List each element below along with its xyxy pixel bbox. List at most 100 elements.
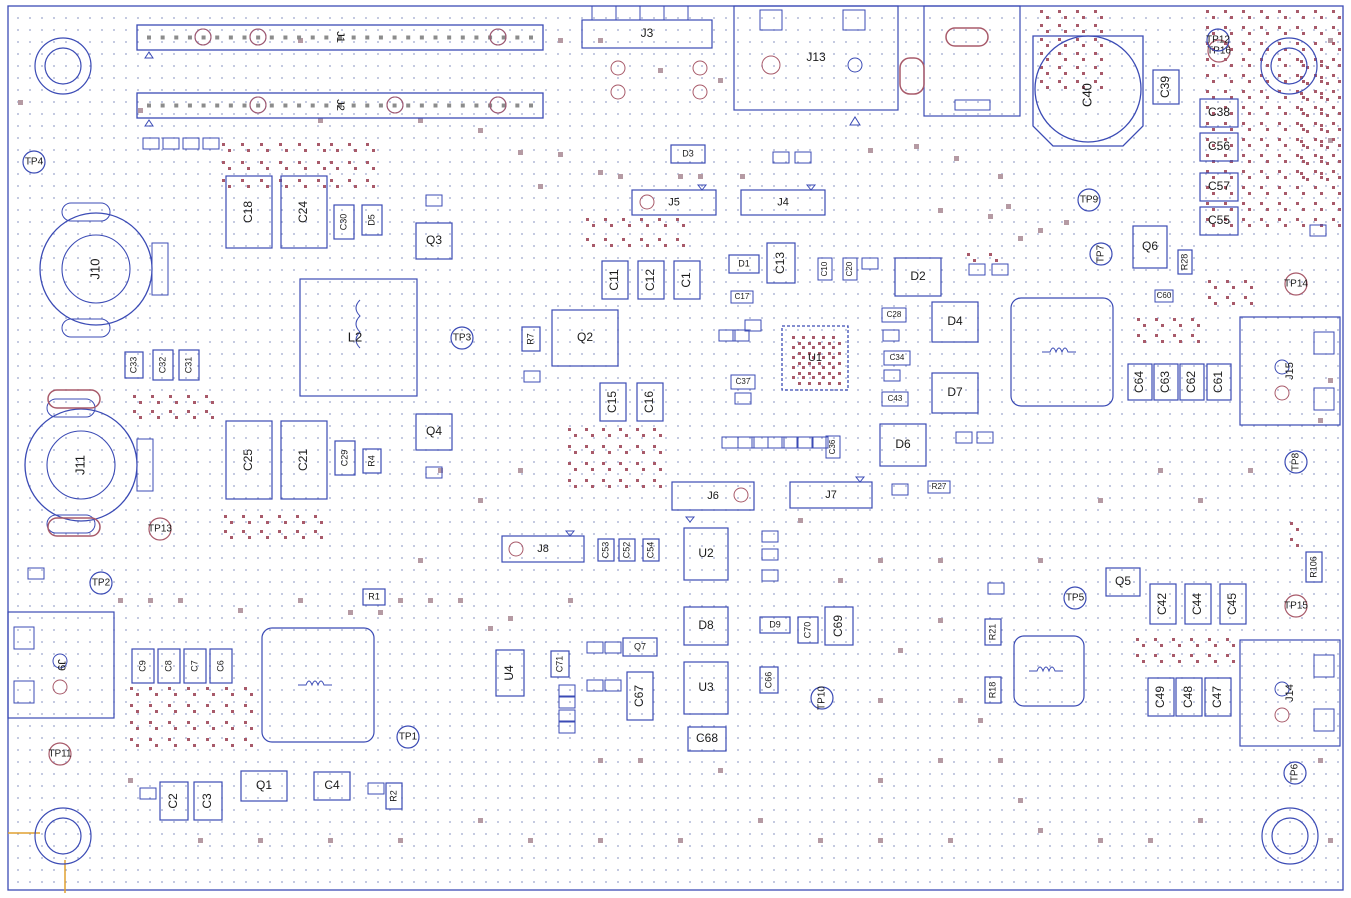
footprint-c15[interactable] [599,382,627,422]
footprint-u4[interactable] [495,649,525,697]
footprint-c7[interactable] [183,648,207,684]
passive-small[interactable] [718,329,736,342]
footprint-c68[interactable] [687,726,727,752]
footprint-j13[interactable] [733,5,899,111]
footprint-c30[interactable] [333,204,355,240]
footprint-q7[interactable] [622,637,658,657]
passive-small[interactable] [202,137,220,150]
footprint-c18[interactable] [225,175,273,249]
footprint-r4[interactable] [362,448,382,474]
footprint-c60[interactable] [1154,289,1174,303]
footprint-c43[interactable] [881,391,909,407]
footprint-c47[interactable] [1204,677,1232,717]
passive-small[interactable] [558,696,576,709]
footprint-c16[interactable] [636,382,664,422]
testpoint-tp6[interactable] [1283,761,1307,785]
testpoint-tp3[interactable] [450,326,474,350]
footprint-r1[interactable] [362,588,386,606]
footprint-l4[interactable] [1013,635,1085,707]
passive-small[interactable] [586,641,604,654]
testpoint-tp16[interactable] [1207,39,1231,63]
footprint-c29[interactable] [334,440,356,476]
passive-small[interactable] [523,370,541,383]
testpoint-tp13[interactable] [148,517,172,541]
passive-small[interactable] [968,263,986,276]
footprint-c39[interactable] [1152,69,1180,105]
footprint-j8[interactable] [501,535,585,563]
footprint-j6[interactable] [671,481,755,511]
footprint-c53[interactable] [597,538,615,562]
footprint-c62[interactable] [1179,363,1205,401]
footprint-q2[interactable] [551,309,619,367]
footprint-c28[interactable] [881,307,907,323]
testpoint-tp15[interactable] [1284,594,1308,618]
passive-small[interactable] [558,721,576,734]
passive-small[interactable] [976,431,994,444]
footprint-d7[interactable] [931,372,979,414]
footprint-c70[interactable] [797,616,819,644]
footprint-c52[interactable] [618,538,636,562]
footprint-q6[interactable] [1132,225,1168,269]
footprint-c64[interactable] [1127,363,1153,401]
footprint-c34[interactable] [883,350,911,366]
passive-small[interactable] [761,569,779,582]
passive-small[interactable] [162,137,180,150]
passive-small[interactable] [882,329,900,342]
footprint-l3[interactable] [1010,297,1114,407]
passive-small[interactable] [767,436,785,449]
footprint-r27[interactable] [927,480,951,494]
passive-small[interactable] [425,194,443,207]
testpoint-tp8[interactable] [1284,450,1308,474]
passive-small[interactable] [425,466,443,479]
passive-small[interactable] [558,684,576,697]
passive-small[interactable] [142,137,160,150]
footprint-c24[interactable] [280,175,328,249]
footprint-r2[interactable] [385,782,403,810]
footprint-u3[interactable] [683,661,729,715]
footprint-c20[interactable] [842,257,858,281]
footprint-u2[interactable] [683,527,729,581]
footprint-c37[interactable] [730,374,756,390]
footprint-c2[interactable] [159,781,189,821]
footprint-j1[interactable] [136,24,544,51]
testpoint-tp9[interactable] [1077,188,1101,212]
footprint-c49[interactable] [1147,677,1175,717]
footprint-q1[interactable] [240,770,288,802]
footprint-d2[interactable] [894,257,942,297]
passive-small[interactable] [558,709,576,722]
footprint-c1[interactable] [673,260,701,300]
footprint-c3[interactable] [193,781,223,821]
footprint-c44[interactable] [1184,583,1212,625]
footprint-j5[interactable] [631,189,717,216]
footprint-c45[interactable] [1219,583,1247,625]
footprint-j14[interactable] [1239,639,1341,747]
footprint-c57[interactable] [1199,172,1239,202]
footprint-c63[interactable] [1153,363,1179,401]
footprint-c8[interactable] [157,648,181,684]
footprint-r21[interactable] [984,618,1002,646]
footprint-c9[interactable] [131,648,155,684]
testpoint-tp7[interactable] [1089,242,1113,266]
passive-small[interactable] [1309,224,1327,237]
footprint-c69[interactable] [824,606,854,646]
passive-small[interactable] [891,483,909,496]
footprint-c38[interactable] [1199,98,1239,128]
passive-small[interactable] [772,151,790,164]
footprint-c10[interactable] [817,257,833,281]
footprint-j4[interactable] [740,189,826,216]
footprint-c12[interactable] [637,260,665,300]
testpoint-tp5[interactable] [1063,586,1087,610]
footprint-r28[interactable] [1177,249,1193,275]
footprint-c71[interactable] [550,650,570,678]
testpoint-tp12[interactable] [1206,28,1230,52]
footprint-r18[interactable] [984,676,1002,704]
footprint-d8[interactable] [683,606,729,646]
footprint-q5[interactable] [1105,567,1141,597]
footprint-c25[interactable] [225,420,273,500]
testpoint-tp1[interactable] [396,725,420,749]
passive-small[interactable] [761,530,779,543]
footprint-d6[interactable] [879,423,927,467]
footprint-c66[interactable] [759,666,779,694]
footprint-u1[interactable] [781,325,849,391]
footprint-q3[interactable] [415,222,453,260]
